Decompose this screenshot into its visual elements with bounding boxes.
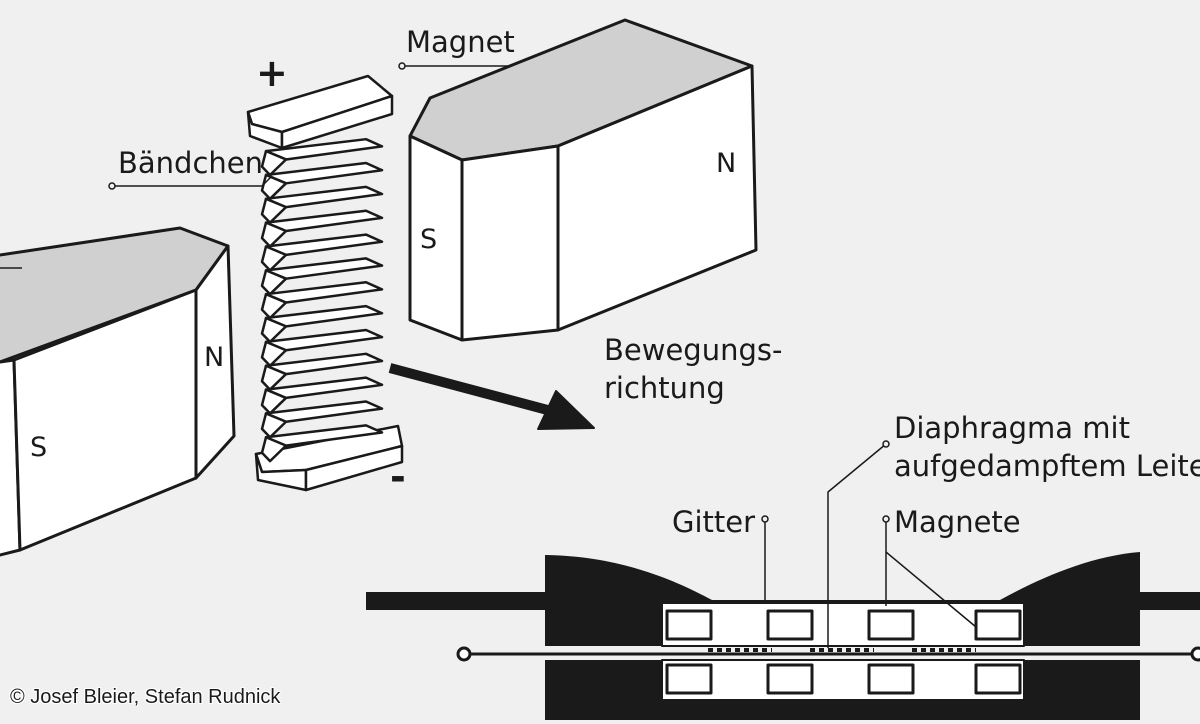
magnet-cell [665, 663, 713, 695]
ribbon-pleat [264, 328, 384, 352]
baendchen-leader-dot [108, 182, 116, 190]
ribbon-pleat [264, 376, 384, 400]
label-baendchen: Bändchen [118, 146, 263, 180]
right-magnet-north: N [716, 148, 736, 179]
ribbon-pleat [264, 352, 384, 376]
left-frame-bar [366, 592, 566, 610]
right-magnet-south: S [420, 224, 437, 255]
diaphragm-right-terminal [1190, 646, 1200, 662]
ribbon-pleat [264, 304, 384, 328]
lower-magnets [665, 663, 1022, 695]
image-credit: © Josef Bleier, Stefan Rudnick [10, 686, 281, 708]
magnet-cell [974, 609, 1022, 641]
baendchen-leader [112, 175, 273, 187]
upper-grid-frame [661, 602, 1025, 647]
gitter-leader-dot [761, 515, 769, 523]
label-minus: - [390, 455, 406, 499]
left-magnet-north: N [204, 342, 224, 373]
right-magnet-face-n [556, 64, 758, 332]
label-bewegung-line1: Bewegungs- [604, 333, 782, 367]
ribbon-pleat [264, 185, 384, 209]
label-gitter: Gitter [672, 505, 755, 539]
cross-section [366, 440, 1200, 720]
label-bewegung-line2: richtung [604, 371, 725, 405]
magnet-cell [867, 663, 915, 695]
label-diaphragma-line2: aufgedampftem Leiter [894, 449, 1200, 483]
label-magnet: Magnet [406, 25, 515, 59]
leaders-bottom [761, 440, 977, 648]
magnet-cell [766, 663, 814, 695]
magnet-leader-dot [398, 62, 406, 70]
ribbon-pleats [260, 137, 384, 463]
label-magnete: Magnete [894, 505, 1021, 539]
leaders-top [108, 62, 510, 190]
right-magnet-face-mid [460, 144, 560, 342]
magnet-cell [974, 663, 1022, 695]
ribbon-pleat [264, 281, 384, 304]
diaphragma-leader [827, 443, 887, 648]
left-magnet-face-n [194, 244, 236, 480]
ribbon [246, 74, 404, 492]
magnet-cell [766, 609, 814, 641]
magnete-leader-dot [882, 515, 890, 523]
diaphragma-leader-dot [882, 440, 890, 448]
magnet-cell [867, 609, 915, 641]
magnet-cell [665, 609, 713, 641]
magnete-leader-b [885, 551, 977, 628]
left-magnet [0, 226, 236, 557]
right-frame-bar [1130, 592, 1200, 610]
diaphragm-left-terminal [456, 646, 472, 662]
label-plus: + [256, 51, 288, 95]
right-magnet [408, 18, 758, 342]
motion-arrow [388, 363, 595, 430]
upper-magnets [665, 609, 1022, 641]
left-magnet-south: S [30, 432, 47, 463]
ribbon-pleat-fold [260, 436, 288, 463]
ribbon-pleat [264, 161, 384, 185]
label-diaphragma-line1: Diaphragma mit [894, 411, 1130, 445]
lower-grid-frame [661, 659, 1025, 701]
ribbon-pleat [264, 257, 384, 280]
ribbon-pleat [264, 400, 384, 424]
ribbon-pleat [264, 233, 384, 257]
ribbon-pleat [264, 209, 384, 233]
